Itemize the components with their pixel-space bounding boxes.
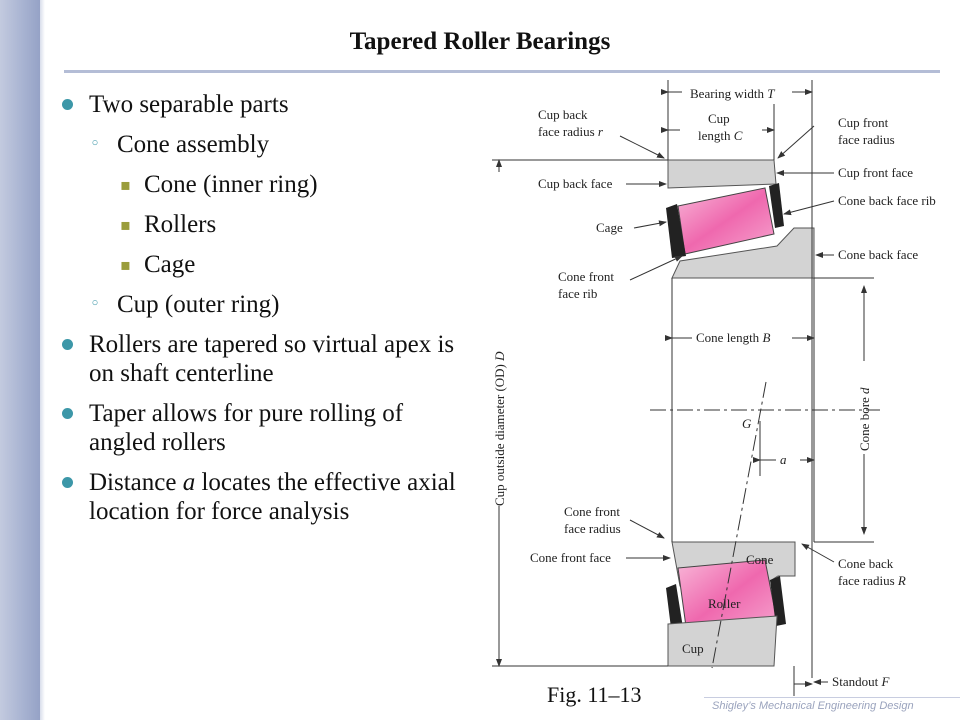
label-roller: Roller <box>708 596 741 611</box>
bullet-text: Cone assembly <box>117 131 270 158</box>
bullet-text: Two separable parts <box>89 91 289 118</box>
bullet-text: Cup (outer ring) <box>117 291 280 318</box>
upper-cup <box>667 159 777 189</box>
footer-text: Shigley’s Mechanical Engineering Design <box>712 700 914 712</box>
label-cone-back-face-radius-2: face radius R <box>838 573 906 588</box>
label-cup-back-face-radius: Cup back <box>538 107 588 122</box>
bullet-item: ◦ Cup (outer ring) <box>62 290 472 319</box>
label-cone-back-face-rib: Cone back face rib <box>838 193 936 208</box>
label-cone-back-face-radius: Cone back <box>838 556 894 571</box>
bullet-item: ▪ Rollers <box>62 210 472 239</box>
bullet-dot-icon <box>62 99 73 110</box>
bullet-item: Two separable parts <box>62 90 472 119</box>
label-cone-front-face-rib-2: face rib <box>558 286 597 301</box>
label-cone-front-face-rib: Cone front <box>558 269 614 284</box>
label-g-point: G <box>742 416 752 431</box>
label-cone: Cone <box>746 552 774 567</box>
bullet-dot-icon <box>62 477 73 488</box>
bullet-item: Rollers are tapered so virtual apex is o… <box>62 330 472 388</box>
label-cone-front-face: Cone front face <box>530 550 611 565</box>
italic-symbol: a <box>182 469 196 496</box>
bullet-text-italic-a: Distance a locates the effective axial l… <box>89 469 456 525</box>
bullet-text: Rollers <box>144 211 217 238</box>
bullet-item: Taper allows for pure rolling of angled … <box>62 399 472 457</box>
small-bullet-icon: ▪ <box>120 255 131 274</box>
label-cone-length: Cone length B <box>696 330 770 345</box>
bullet-text: Rollers are tapered so virtual apex is o… <box>89 331 455 387</box>
label-cage: Cage <box>596 220 623 235</box>
slide-title: Tapered Roller Bearings <box>349 28 611 55</box>
figure-caption: Fig. 11–13 <box>547 682 642 707</box>
bullet-text: Cone (inner ring) <box>144 171 318 198</box>
label-standout: Standout F <box>832 674 890 689</box>
label-cup-back-face: Cup back face <box>538 176 613 191</box>
roller-axis <box>711 381 767 669</box>
bullet-text: Taper allows for pure rolling of angled … <box>89 400 404 456</box>
label-cup: Cup <box>682 641 704 656</box>
bullet-list: Two separable parts ◦ Cone assembly ▪ Cone… <box>62 90 472 537</box>
label-cup-front-face-radius: Cup front <box>838 115 889 130</box>
side-decor-bar <box>0 0 40 720</box>
label-a-dim: a <box>780 452 787 467</box>
bullet-item: Distance a locates the effective axial l… <box>62 468 472 526</box>
tapered-bearing-diagram: Bearing width T Cup back face radius r C… <box>492 80 936 696</box>
label-cone-bore: Cone bore d <box>857 387 872 451</box>
label-cup-length-2: length C <box>698 128 743 143</box>
bullet-item: ▪ Cage <box>62 250 472 279</box>
title-underline <box>64 70 940 73</box>
bullet-text: Cage <box>144 251 196 278</box>
upper-roller <box>677 187 775 255</box>
label-cone-back-face: Cone back face <box>838 247 918 262</box>
ring-bullet-icon: ◦ <box>90 294 101 314</box>
bullet-dot-icon <box>62 408 73 419</box>
ring-bullet-icon: ◦ <box>90 134 101 154</box>
upper-cage <box>666 204 686 258</box>
lower-cage-right <box>770 576 786 626</box>
label-cone-front-face-radius-2: face radius <box>564 521 621 536</box>
bullet-item: ◦ Cone assembly <box>62 130 472 159</box>
label-cup-od: Cup outside diameter (OD) D <box>492 351 507 506</box>
label-cup-front-face: Cup front face <box>838 165 913 180</box>
side-decor-edge <box>40 0 45 720</box>
bullet-dot-icon <box>62 339 73 350</box>
small-bullet-icon: ▪ <box>120 215 131 234</box>
label-bearing-width: Bearing width T <box>690 86 775 101</box>
upper-cage-right <box>769 183 784 228</box>
label-cup-back-face-radius-2: face radius r <box>538 124 604 139</box>
small-bullet-icon: ▪ <box>120 175 131 194</box>
footer-rule <box>704 697 960 698</box>
lower-cup <box>667 615 778 667</box>
bullet-item: ▪ Cone (inner ring) <box>62 170 472 199</box>
label-cone-front-face-radius: Cone front <box>564 504 620 519</box>
label-cup-front-face-radius-2: face radius <box>838 132 895 147</box>
label-cup-length: Cup <box>708 111 730 126</box>
